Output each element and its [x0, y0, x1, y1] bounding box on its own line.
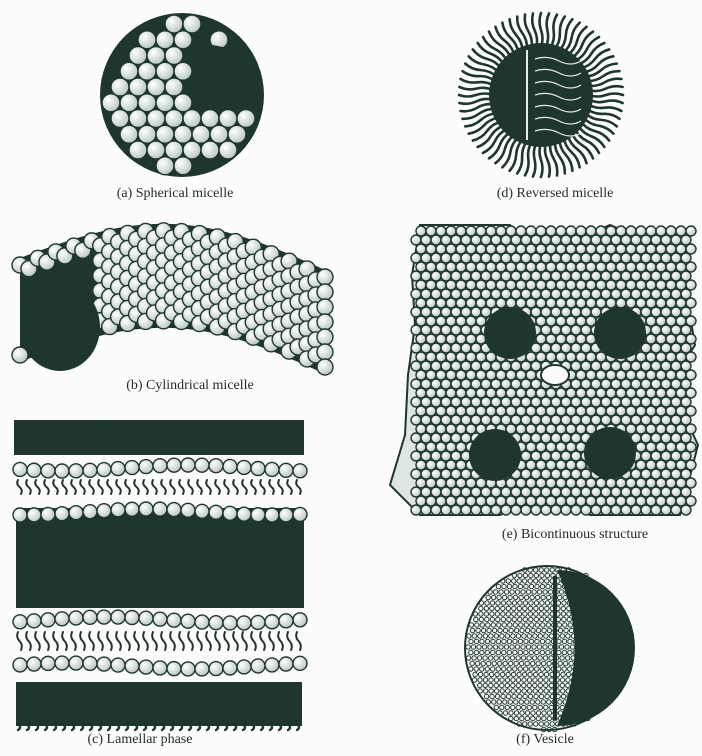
spherical-micelle-icon	[0, 0, 350, 215]
vesicle-icon	[350, 560, 702, 756]
bicontinuous-structure-icon	[350, 215, 702, 555]
caption-lamellar-phase: (c) Lamellar phase	[60, 732, 220, 748]
panel-bicontinuous-structure: (e) Bicontinuous structure	[350, 215, 702, 555]
reversed-micelle-icon	[350, 0, 702, 215]
caption-cylindrical-micelle: (b) Cylindrical micelle	[90, 378, 290, 394]
panel-lamellar-phase: (c) Lamellar phase	[0, 420, 350, 756]
panel-reversed-micelle: (d) Reversed micelle	[350, 0, 702, 215]
lamellar-phase-icon	[0, 420, 350, 756]
caption-bicontinuous-structure: (e) Bicontinuous structure	[460, 527, 690, 543]
panel-cylindrical-micelle: (b) Cylindrical micelle	[0, 215, 350, 415]
panel-spherical-micelle: (a) Spherical micelle	[0, 0, 350, 215]
caption-reversed-micelle: (d) Reversed micelle	[470, 186, 640, 202]
caption-vesicle: (f) Vesicle	[495, 732, 595, 748]
caption-spherical-micelle: (a) Spherical micelle	[95, 186, 255, 202]
panel-vesicle: (f) Vesicle	[350, 560, 702, 756]
